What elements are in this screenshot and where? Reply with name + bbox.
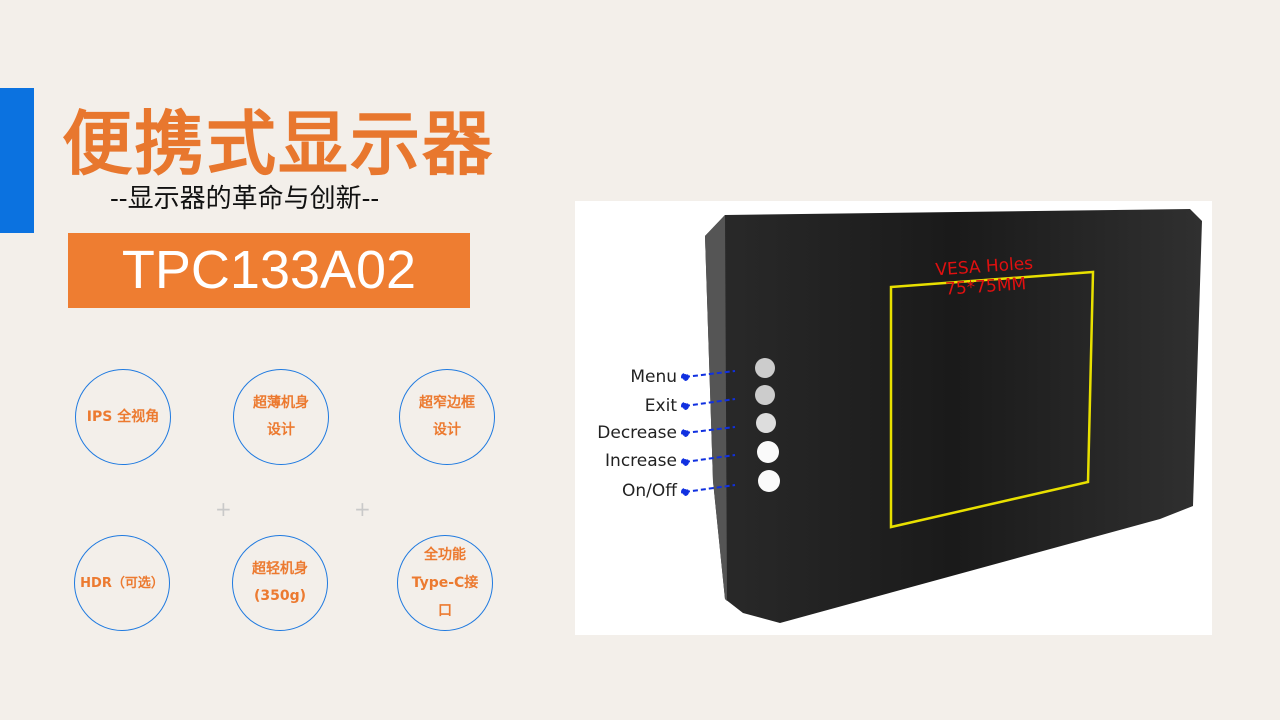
feature-circle: 超薄机身设计 bbox=[233, 369, 329, 465]
feature-text: Type-C接 bbox=[411, 575, 479, 591]
button-label-decrease: Decrease bbox=[597, 423, 677, 443]
feature-text: 超薄机身 bbox=[253, 395, 309, 411]
button-label-exit: Exit bbox=[644, 396, 677, 416]
plus-mark: + bbox=[215, 497, 232, 521]
button-label-menu: Menu bbox=[630, 367, 677, 387]
button-label-increase: Increase bbox=[605, 451, 677, 471]
feature-circle: 超窄边框设计 bbox=[399, 369, 495, 465]
vesa-outline bbox=[889, 270, 1095, 529]
feature-text: 设计 bbox=[433, 422, 461, 438]
button-label-onoff: On/Off bbox=[622, 481, 677, 501]
feature-text: 超窄边框 bbox=[419, 395, 475, 411]
monitor-back bbox=[705, 209, 1202, 623]
accent-bar bbox=[0, 88, 34, 233]
feature-circle: HDR（可选） bbox=[74, 535, 170, 631]
feature-text: HDR（可选） bbox=[80, 575, 164, 591]
feature-text: IPS 全视角 bbox=[86, 408, 160, 425]
feature-text: 全功能 bbox=[424, 547, 466, 563]
page-title: 便携式显示器 bbox=[62, 102, 494, 185]
feature-text: (350g) bbox=[253, 588, 307, 604]
feature-circle: IPS 全视角 bbox=[75, 369, 171, 465]
feature-text: 口 bbox=[438, 603, 452, 619]
feature-circle: 超轻机身 (350g) bbox=[232, 535, 328, 631]
feature-text: 超轻机身 bbox=[252, 561, 308, 577]
monitor-illustration bbox=[681, 209, 1202, 623]
feature-text: 设计 bbox=[267, 422, 295, 438]
plus-mark: + bbox=[354, 497, 371, 521]
monitor-edge bbox=[705, 215, 727, 601]
page-subtitle: --显示器的革命与创新-- bbox=[110, 184, 380, 214]
model-banner: TPC133A02 bbox=[68, 233, 470, 308]
feature-circle: 全功能 Type-C接口 bbox=[397, 535, 493, 631]
